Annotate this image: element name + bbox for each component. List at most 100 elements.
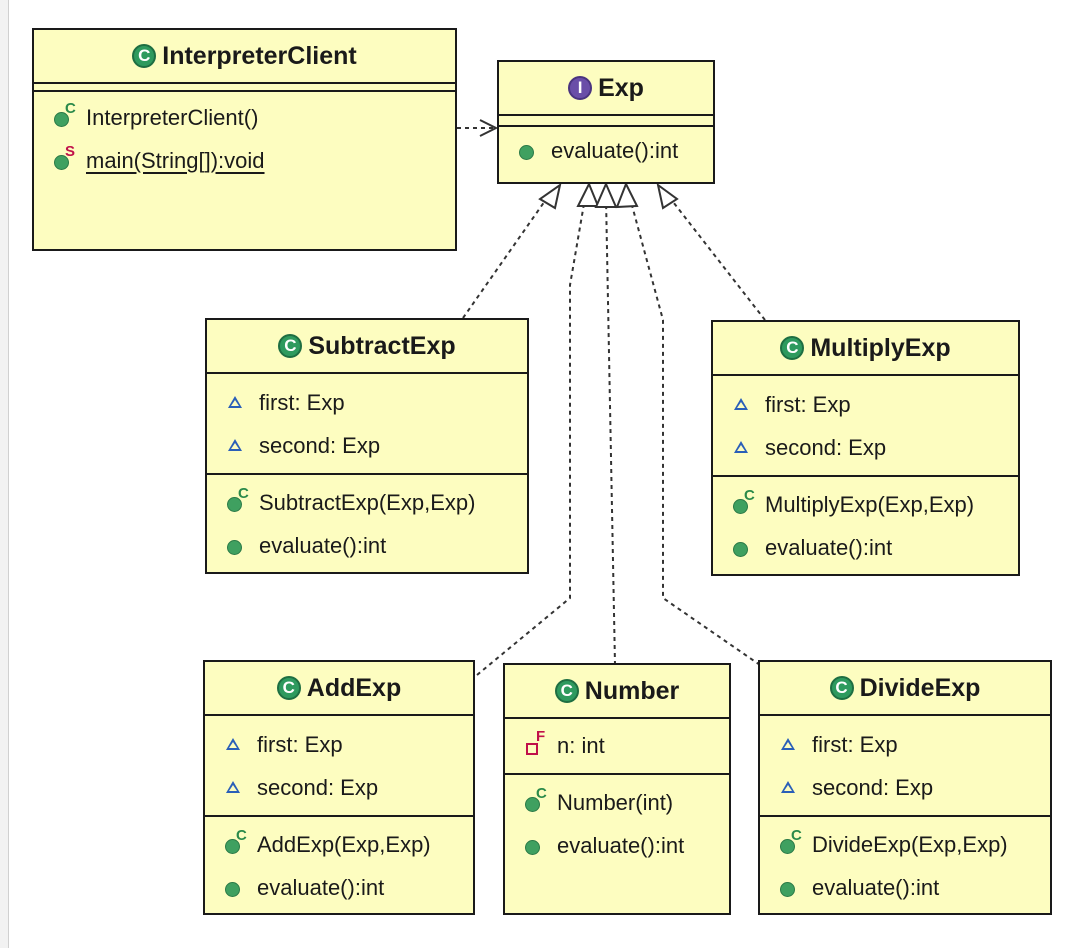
operations-section: C DivideExp(Exp,Exp) evaluate():int bbox=[760, 817, 1050, 909]
attribute-text: second: Exp bbox=[765, 434, 887, 460]
class-name: Number bbox=[584, 676, 680, 705]
operation-signature: evaluate():int bbox=[259, 532, 387, 558]
attributes-section: F n: int bbox=[505, 719, 729, 775]
operation-signature: evaluate():int bbox=[551, 138, 679, 163]
public-method-icon bbox=[225, 535, 251, 557]
operation-signature: evaluate():int bbox=[257, 874, 385, 900]
public-static-method-icon: S bbox=[52, 144, 78, 172]
public-method-icon bbox=[223, 877, 249, 899]
operation-signature: Number(int) bbox=[557, 789, 674, 815]
realization-arrowhead-add bbox=[576, 181, 600, 207]
operation-row: evaluate():int bbox=[207, 524, 527, 567]
class-icon: C bbox=[278, 334, 303, 358]
operation-signature: evaluate():int bbox=[557, 832, 685, 858]
attribute-text: second: Exp bbox=[257, 774, 379, 800]
package-field-icon bbox=[223, 777, 249, 799]
interface-header: I Exp bbox=[499, 62, 713, 116]
class-icon: C bbox=[829, 676, 854, 700]
interface-name: Exp bbox=[598, 73, 644, 102]
realization-line-number bbox=[605, 197, 616, 666]
realization-line-subtract bbox=[462, 197, 548, 319]
public-constructor-icon: C bbox=[225, 486, 251, 514]
class-name: DivideExp bbox=[859, 673, 981, 702]
attribute-row: first: Exp bbox=[205, 723, 473, 766]
class-header: C SubtractExp bbox=[207, 320, 527, 374]
realization-arrowhead-multiply bbox=[656, 182, 679, 210]
realization-line-divide bbox=[629, 197, 761, 666]
operation-signature: evaluate():int bbox=[812, 874, 940, 900]
operation-signature: main(String[]):void bbox=[86, 147, 265, 173]
class-header: C Number bbox=[505, 665, 729, 719]
attribute-row: second: Exp bbox=[760, 766, 1050, 809]
operation-row: C Number(int) bbox=[505, 781, 729, 824]
attribute-row: second: Exp bbox=[205, 766, 473, 809]
class-icon: C bbox=[276, 676, 301, 700]
interface-icon: I bbox=[568, 76, 593, 100]
attribute-row: F n: int bbox=[505, 724, 729, 767]
class-name: SubtractExp bbox=[308, 331, 456, 360]
attribute-row: second: Exp bbox=[713, 426, 1018, 469]
dependency-arrowhead bbox=[479, 119, 499, 137]
class-header: C DivideExp bbox=[760, 662, 1050, 716]
class-icon: C bbox=[780, 336, 805, 360]
public-constructor-icon: C bbox=[778, 828, 804, 856]
left-scroll-edge bbox=[0, 0, 9, 948]
package-field-icon bbox=[731, 437, 757, 459]
class-interpreter-client[interactable]: C InterpreterClient C InterpreterClient(… bbox=[32, 28, 457, 251]
attributes-section: first: Exp second: Exp bbox=[713, 376, 1018, 477]
realization-arrowhead-subtract bbox=[538, 182, 562, 210]
attributes-section: first: Exp second: Exp bbox=[205, 716, 473, 817]
public-constructor-icon: C bbox=[223, 828, 249, 856]
public-method-icon bbox=[778, 877, 804, 899]
package-field-icon bbox=[778, 777, 804, 799]
attribute-text: second: Exp bbox=[812, 774, 934, 800]
attribute-text: first: Exp bbox=[259, 389, 345, 415]
attribute-row: first: Exp bbox=[760, 723, 1050, 766]
class-icon: C bbox=[132, 44, 157, 68]
attribute-text: first: Exp bbox=[812, 731, 898, 757]
interface-exp[interactable]: I Exp evaluate():int bbox=[497, 60, 715, 184]
package-field-icon bbox=[731, 394, 757, 416]
class-name: MultiplyExp bbox=[810, 333, 951, 362]
public-method-icon bbox=[731, 537, 757, 559]
attribute-row: second: Exp bbox=[207, 424, 527, 467]
attributes-section bbox=[34, 84, 455, 92]
operation-row: C DivideExp(Exp,Exp) bbox=[760, 823, 1050, 866]
operation-signature: DivideExp(Exp,Exp) bbox=[812, 831, 1008, 857]
operations-section: C AddExp(Exp,Exp) evaluate():int bbox=[205, 817, 473, 909]
public-constructor-icon: C bbox=[52, 101, 78, 129]
class-header: C MultiplyExp bbox=[713, 322, 1018, 376]
class-icon: C bbox=[554, 679, 579, 703]
attribute-text: first: Exp bbox=[257, 731, 343, 757]
operation-row: C AddExp(Exp,Exp) bbox=[205, 823, 473, 866]
class-name: AddExp bbox=[306, 673, 402, 702]
class-subtract-exp[interactable]: C SubtractExp first: Exp second: Exp C S… bbox=[205, 318, 529, 574]
operations-section: C InterpreterClient() S main(String[]):v… bbox=[34, 92, 455, 182]
operation-signature: evaluate():int bbox=[765, 534, 893, 560]
attribute-row: first: Exp bbox=[713, 383, 1018, 426]
class-multiply-exp[interactable]: C MultiplyExp first: Exp second: Exp C M… bbox=[711, 320, 1020, 576]
operation-row: evaluate():int bbox=[499, 131, 713, 171]
realization-line-multiply bbox=[669, 197, 766, 321]
class-header: C AddExp bbox=[205, 662, 473, 716]
class-add-exp[interactable]: C AddExp first: Exp second: Exp C AddExp… bbox=[203, 660, 475, 915]
operation-signature: InterpreterClient() bbox=[86, 104, 259, 130]
operations-section: C SubtractExp(Exp,Exp) evaluate():int bbox=[207, 475, 527, 567]
operation-row: evaluate():int bbox=[760, 866, 1050, 909]
operation-row: C SubtractExp(Exp,Exp) bbox=[207, 481, 527, 524]
attributes-section bbox=[499, 116, 713, 127]
package-field-icon bbox=[225, 392, 251, 414]
operations-section: C Number(int) evaluate():int bbox=[505, 775, 729, 867]
operation-signature: AddExp(Exp,Exp) bbox=[257, 831, 431, 857]
package-field-icon bbox=[223, 734, 249, 756]
public-constructor-icon: C bbox=[523, 786, 549, 814]
class-divide-exp[interactable]: C DivideExp first: Exp second: Exp C Div… bbox=[758, 660, 1052, 915]
attributes-section: first: Exp second: Exp bbox=[760, 716, 1050, 817]
operation-signature: SubtractExp(Exp,Exp) bbox=[259, 489, 476, 515]
attribute-row: first: Exp bbox=[207, 381, 527, 424]
class-number[interactable]: C Number F n: int C Number(int) evaluate… bbox=[503, 663, 731, 915]
attribute-text: second: Exp bbox=[259, 432, 381, 458]
operation-row: evaluate():int bbox=[713, 526, 1018, 569]
